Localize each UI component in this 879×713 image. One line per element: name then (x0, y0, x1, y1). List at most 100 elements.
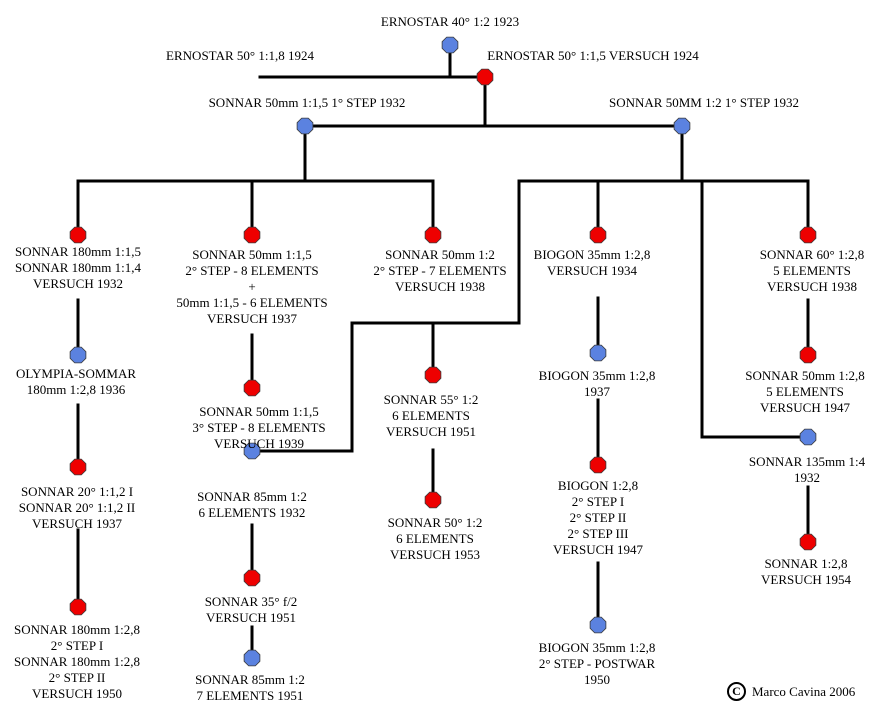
red-node-marker-sonnar50deg (424, 491, 442, 509)
node-label-line: VERSUCH 1937 (32, 516, 122, 531)
node-label-line: SONNAR 180mm 1:1,4 (14, 260, 142, 275)
red-node-marker-sonnar180_28 (69, 598, 87, 616)
blue-node-marker-sonnar85_2 (243, 649, 261, 667)
node-label-line: 1937 (583, 384, 610, 399)
node-label-line: SONNAR 85mm 1:2 (195, 672, 305, 687)
copyright-icon: C (727, 682, 746, 701)
node-label-line: 2° STEP - 8 ELEMENTS (185, 263, 319, 278)
node-label-line: VERSUCH 1939 (214, 436, 304, 451)
credit-text: Marco Cavina 2006 (752, 683, 856, 699)
node-label-sonnar50_2_1: SONNAR 50MM 1:2 1° STEP 1932 (609, 95, 799, 111)
blue-node-marker-sonnar85_1 (243, 442, 261, 460)
node-label-line: SONNAR 180mm 1:1,5 (14, 244, 142, 259)
connector-line (700, 179, 810, 439)
node-label-line: OLYMPIA-SOMMAR (15, 366, 137, 381)
node-label-line: SONNAR 35° f/2 (204, 594, 298, 609)
node-label-line: SONNAR 50mm 1:2,8 (745, 368, 865, 383)
node-label-line: 1950 (583, 672, 610, 687)
node-label-line: 6 ELEMENTS 1932 (198, 505, 306, 520)
node-label-line: VERSUCH 1937 (207, 311, 297, 326)
red-node-marker-sonnar50_15_3 (243, 379, 261, 397)
node-label-line: SONNAR 1:2,8 (764, 556, 848, 571)
node-label-line: VERSUCH 1932 (33, 276, 123, 291)
node-label-line: 3° STEP - 8 ELEMENTS (192, 420, 326, 435)
node-markers (69, 36, 817, 667)
red-node-marker-biogon35_1 (589, 226, 607, 244)
blue-node-marker-biogon35_2 (589, 344, 607, 362)
connector-lines (76, 43, 810, 660)
red-node-marker-sonnar55 (424, 366, 442, 384)
red-node-marker-ernostar50_15 (476, 68, 494, 86)
node-label-line: SONNAR 50° 1:2 (387, 515, 483, 530)
node-label-sonnar50_15_1: SONNAR 50mm 1:1,5 1° STEP 1932 (209, 95, 406, 111)
red-node-marker-biogon_steps (589, 456, 607, 474)
red-node-marker-sonnar1_28 (799, 533, 817, 551)
node-label-line: 7 ELEMENTS 1951 (196, 688, 304, 703)
node-label-line: VERSUCH 1951 (386, 424, 476, 439)
node-label-line: 2° STEP I (50, 638, 104, 653)
node-label-line: VERSUCH 1953 (390, 547, 480, 562)
node-label-line: VERSUCH 1954 (761, 572, 851, 587)
blue-node-marker-sonnar50_2_1 (673, 117, 691, 135)
node-label-line: SONNAR 20° 1:1,2 I (20, 484, 134, 499)
node-label-line: VERSUCH 1947 (553, 542, 643, 557)
node-label-line: SONNAR 60° 1:2,8 (759, 247, 865, 262)
node-label-line: VERSUCH 1950 (32, 686, 122, 701)
node-label-line: 2° STEP II (48, 670, 106, 685)
node-label-line: SONNAR 85mm 1:2 (197, 489, 307, 504)
node-label-line: VERSUCH 1938 (767, 279, 857, 294)
node-label-line: SONNAR 55° 1:2 (383, 392, 479, 407)
node-label-line: VERSUCH 1947 (760, 400, 850, 415)
node-label-line: ERNOSTAR 50° 1:1,8 1924 (166, 48, 314, 63)
red-node-marker-sonnar20 (69, 458, 87, 476)
blue-node-marker-olympia (69, 346, 87, 364)
node-label-line: SONNAR 50mm 1:1,5 1° STEP 1932 (208, 95, 406, 110)
node-label-line: 6 ELEMENTS (396, 531, 474, 546)
node-label-line: SONNAR 50mm 1:1,5 (192, 247, 312, 262)
node-label-ernostar50_15: ERNOSTAR 50° 1:1,5 VERSUCH 1924 (487, 48, 699, 64)
node-label-line: 2° STEP - 7 ELEMENTS (373, 263, 507, 278)
node-label-line: 5 ELEMENTS (773, 263, 851, 278)
node-label-line: 180mm 1:2,8 1936 (26, 382, 126, 397)
node-label-line: 5 ELEMENTS (766, 384, 844, 399)
node-label-line: 6 ELEMENTS (392, 408, 470, 423)
blue-node-marker-biogon_post (589, 616, 607, 634)
node-label-line: SONNAR 180mm 1:2,8 (13, 622, 141, 637)
node-label-line: 50mm 1:1,5 - 6 ELEMENTS (176, 295, 328, 310)
blue-node-marker-ernostar40 (441, 36, 459, 54)
node-label-line: VERSUCH 1951 (206, 610, 296, 625)
author-credit: C Marco Cavina 2006 (727, 682, 855, 701)
node-label-line: BIOGON 35mm 1:2,8 (533, 247, 651, 262)
node-label-line: SONNAR 50mm 1:1,5 (199, 404, 319, 419)
node-label-line: SONNAR 50mm 1:2 (385, 247, 495, 262)
node-label-line: BIOGON 1:2,8 (557, 478, 639, 493)
node-label-line: 2° STEP III (567, 526, 629, 541)
blue-node-marker-sonnar135 (799, 428, 817, 446)
node-label-line: 2° STEP II (569, 510, 627, 525)
red-node-marker-sonnar35 (243, 569, 261, 587)
connector-line (250, 179, 521, 453)
node-label-line: ERNOSTAR 40° 1:2 1923 (380, 14, 520, 29)
red-node-marker-sonnar50_2_2 (424, 226, 442, 244)
red-node-marker-sonnar180 (69, 226, 87, 244)
node-label-line: SONNAR 180mm 1:2,8 (13, 654, 141, 669)
node-label-line: 2° STEP - POSTWAR (538, 656, 656, 671)
red-node-marker-sonnar50_28 (799, 346, 817, 364)
blue-node-marker-sonnar50_15_1 (296, 117, 314, 135)
